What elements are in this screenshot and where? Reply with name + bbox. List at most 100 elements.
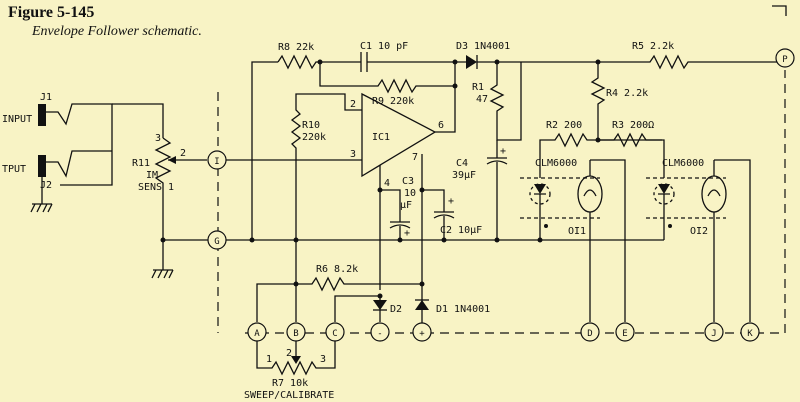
terminal-c: C: [325, 322, 345, 342]
r8-resistor: [277, 54, 355, 70]
corner-mark: [772, 5, 787, 16]
c4-value: 39µF: [452, 170, 476, 181]
c4-plus: +: [500, 146, 506, 157]
terminal-g: G: [207, 230, 227, 250]
oi1-label: OI1: [568, 226, 586, 237]
board-outline: [217, 70, 786, 334]
r8-label: R8 22k: [278, 42, 314, 53]
r11-sublabel-1: IM: [146, 170, 158, 181]
terminal-minus: -: [370, 322, 390, 342]
r10-resistor: [290, 93, 362, 240]
r7-resistor: [256, 341, 336, 376]
r8-left-wire: [251, 61, 278, 240]
jack-j2: [30, 150, 112, 213]
svg-text:G: G: [214, 237, 219, 247]
opto-oi2: [646, 159, 751, 322]
ac-wires: [256, 283, 338, 322]
d2-wire: [338, 295, 381, 322]
figure-title: Figure 5-145: [8, 4, 95, 21]
c3-capacitor: [380, 189, 411, 240]
j2-label: J2: [40, 180, 52, 191]
terminal-b: B: [286, 322, 306, 342]
c3-unit: µF: [400, 200, 412, 211]
oi1-lead-e: [590, 159, 626, 322]
output-label: TPUT: [2, 164, 26, 175]
junction-dots: [160, 59, 601, 299]
oi2-label: OI2: [690, 226, 708, 237]
r11-label: R11: [132, 158, 150, 169]
opto-oi1: [520, 160, 603, 322]
svg-text:-: -: [377, 329, 382, 339]
r5-resistor: [590, 54, 777, 70]
r9-resistor: [319, 62, 455, 94]
r1-value: 47: [476, 94, 488, 105]
c3-plus: +: [404, 228, 410, 239]
r4-resistor: [590, 62, 606, 140]
d1-diode: [415, 300, 429, 310]
terminal-k: K: [740, 322, 760, 342]
svg-text:C: C: [332, 329, 337, 339]
terminal-a: A: [247, 322, 267, 342]
r5-label: R5 2.2k: [632, 41, 674, 52]
c1-capacitor: [355, 52, 455, 72]
ic1-pin3: 3: [350, 149, 356, 160]
d2-diode: [373, 300, 387, 310]
svg-text:J: J: [711, 329, 716, 339]
ground-symbol: [151, 240, 174, 279]
r2-label: R2 200: [546, 120, 582, 131]
ic1-pin6: 6: [438, 120, 444, 131]
ic1-label: IC1: [372, 132, 390, 143]
r11-pin2: 2: [180, 148, 186, 159]
svg-text:E: E: [622, 329, 627, 339]
svg-text:A: A: [254, 329, 260, 339]
svg-text:I: I: [214, 157, 219, 167]
r10-value: 220k: [302, 132, 326, 143]
clm2-label: CLM6000: [662, 158, 704, 169]
r7-pin2: 2: [286, 348, 292, 359]
r7-sublabel: SWEEP/CALIBRATE: [244, 390, 334, 401]
figure-caption: Envelope Follower schematic.: [32, 24, 202, 39]
r7-pin1: 1: [266, 354, 272, 365]
c3-label: C3: [402, 176, 414, 187]
r4-label: R4 2.2k: [606, 88, 648, 99]
ic1-pin2: 2: [350, 99, 356, 110]
terminal-j: J: [704, 322, 724, 342]
terminal-i: I: [207, 150, 227, 170]
r3-resistor: [600, 132, 665, 178]
c2-capacitor: [422, 189, 455, 240]
c4-capacitor: [486, 140, 508, 240]
r6-resistor: [295, 240, 422, 322]
ic1-pin4: 4: [384, 178, 390, 189]
r11-wiper-arrow: [168, 156, 176, 164]
ic1-pin7: 7: [412, 152, 418, 163]
svg-text:K: K: [747, 329, 753, 339]
r11-pin3: 3: [155, 133, 161, 144]
d3-label: D3 1N4001: [456, 41, 510, 52]
c3-value: 10: [404, 188, 416, 199]
r6-label: R6 8.2k: [316, 264, 358, 275]
r11-top-wire: [112, 103, 164, 138]
svg-text:D: D: [587, 329, 592, 339]
svg-text:P: P: [782, 55, 788, 65]
r11-resistor: [154, 137, 172, 240]
terminal-p: P: [775, 48, 795, 68]
ic1-opamp: [361, 92, 437, 178]
terminal-e: E: [615, 322, 635, 342]
svg-text:B: B: [293, 329, 298, 339]
terminal-d: D: [580, 322, 600, 342]
r7-wiper-arrow: [291, 356, 301, 364]
r3-label: R3 200Ω: [612, 120, 654, 131]
c1-label: C1 10 pF: [360, 41, 408, 52]
r10-label: R10: [302, 120, 320, 131]
c2-plus: +: [448, 196, 454, 207]
j1-label: J1: [40, 92, 52, 103]
r7-pin3: 3: [320, 354, 326, 365]
clm1-label: CLM6000: [535, 158, 577, 169]
input-label: INPUT: [2, 114, 32, 125]
r7-label: R7 10k: [272, 378, 308, 389]
jack-j1: [38, 103, 113, 186]
c4-label: C4: [456, 158, 468, 169]
r1-resistor: [489, 62, 522, 141]
